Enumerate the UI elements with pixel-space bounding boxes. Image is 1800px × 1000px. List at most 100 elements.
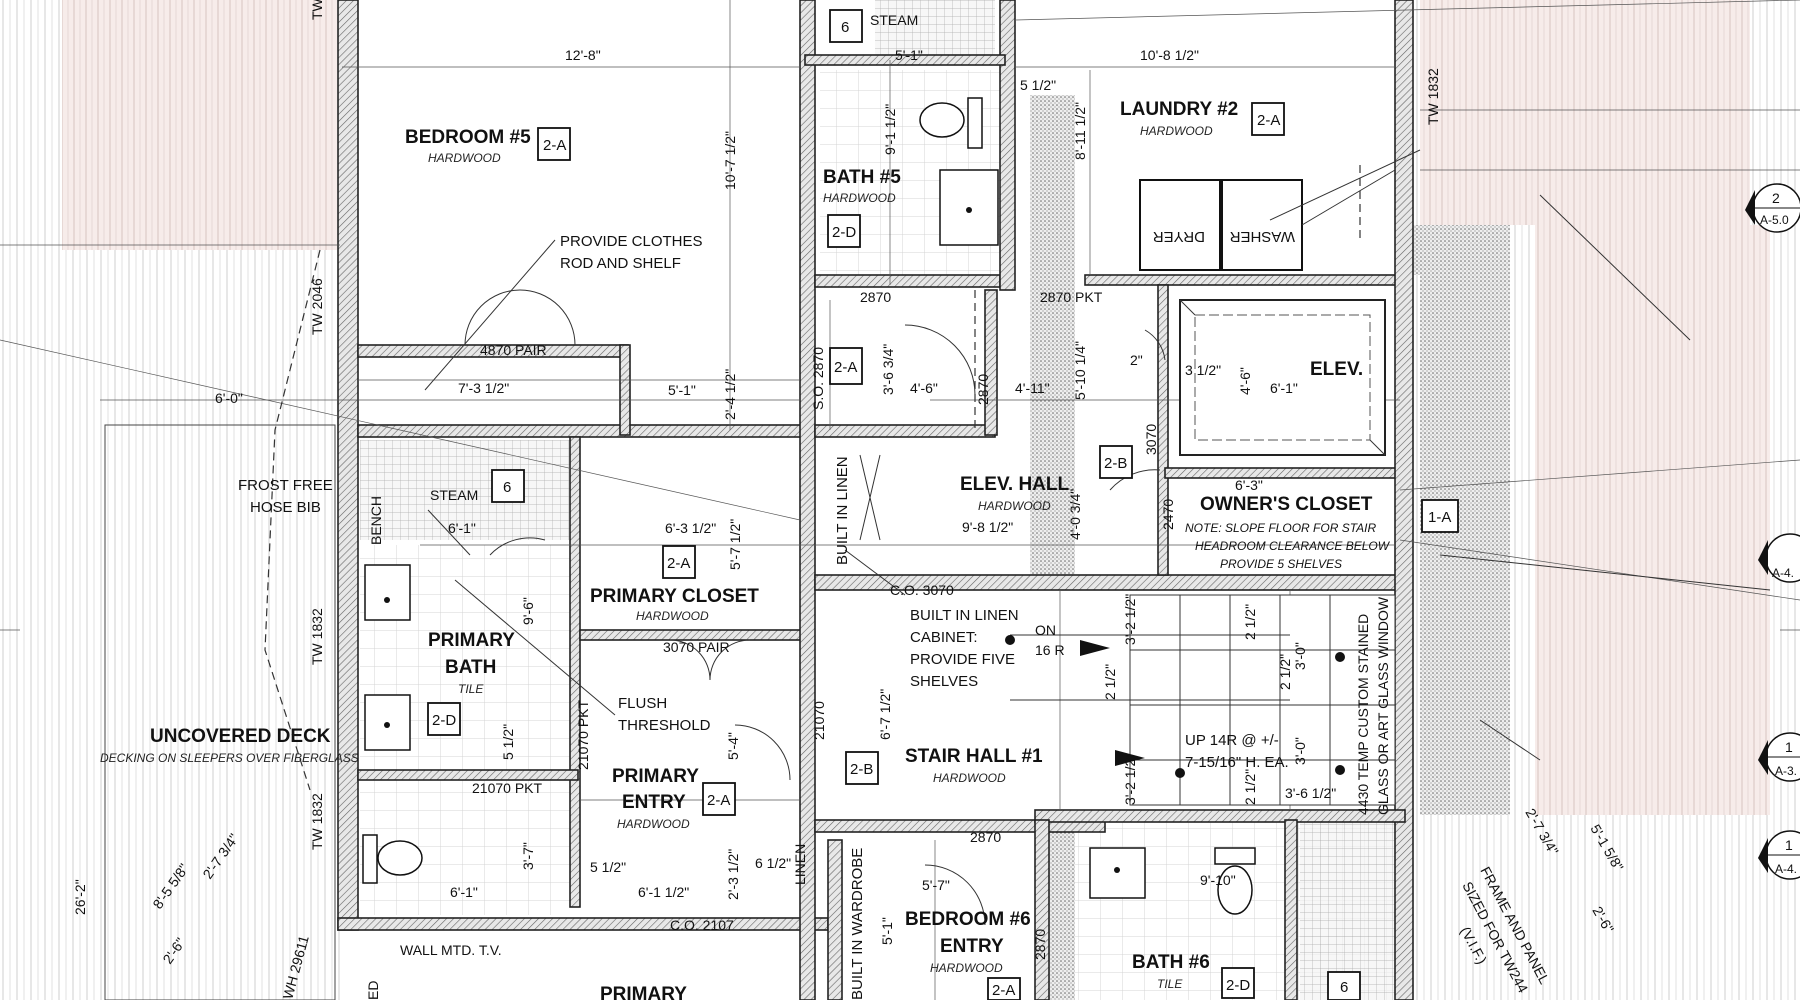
room-name-primary-closet: PRIMARY CLOSET: [590, 586, 759, 607]
bench-label: BENCH: [368, 496, 384, 545]
room-finish-bedroom6-entry: HARDWOOD: [930, 961, 1003, 975]
door-co3070: C.O. 3070: [890, 582, 954, 598]
door-2870-pkt: 2870 PKT: [1040, 289, 1103, 305]
dim-6-3: 6'-3": [1235, 477, 1263, 493]
built-in-wardrobe-label: BUILT IN WARDROBE: [849, 848, 866, 1000]
tw-top-label: TW: [309, 0, 325, 20]
dim-4-11: 4'-11": [1015, 380, 1050, 396]
dim-9-10: 9'-10": [1200, 872, 1236, 888]
room-name-laundry2: LAUNDRY #2: [1120, 99, 1238, 120]
ed-label: ED: [365, 981, 381, 1000]
dim-5-half-a: 5 1/2": [1020, 77, 1056, 93]
dim-5-1-c: 5'-1": [879, 917, 895, 945]
room-finish-stair-hall: HARDWOOD: [933, 771, 1006, 785]
dim-6-half: 6 1/2": [755, 855, 791, 871]
door-2870-a: 2870: [860, 289, 891, 305]
room-name-primary-entry-2: ENTRY: [622, 792, 686, 813]
section-marker-2-ref: A-4.: [1772, 566, 1794, 580]
room-name-primary-bath-1: PRIMARY: [428, 630, 515, 651]
owners-closet-note3: PROVIDE 5 SHELVES: [1220, 557, 1342, 571]
owners-closet-tag: 1-A: [1428, 509, 1451, 526]
room-name-primary-entry-1: PRIMARY: [612, 766, 699, 787]
dryer-label: DRYER: [1153, 228, 1205, 245]
dim-26-2: 26'-2": [72, 879, 88, 915]
room-name-uncovered-deck: UNCOVERED DECK: [150, 726, 331, 747]
section-marker-1: 2 A-5.0: [1745, 183, 1800, 233]
room-tag-bedroom6-entry: 2-A: [992, 982, 1015, 999]
plumbing-fixtures: [362, 97, 1256, 915]
tw1832-label-b: TW 1832: [309, 793, 325, 850]
dim-5-7: 5'-7 1/2": [727, 519, 743, 570]
built-in-linen-label: BUILT IN LINEN: [834, 456, 851, 565]
tw2046-label: TW 2046: [309, 278, 325, 335]
dashed-deck-outline: [264, 249, 321, 791]
dim-12-8: 12'-8": [565, 47, 601, 63]
dim-6-1-b: 6'-1": [448, 520, 476, 536]
room-finish-laundry2: HARDWOOD: [1140, 124, 1213, 138]
dim-3-half: 3 1/2": [1185, 362, 1221, 378]
window-note-1: 4430 TEMP CUSTOM STAINED: [1355, 614, 1371, 815]
dim-4-6-a: 4'-6": [910, 380, 938, 396]
dryer: [1139, 179, 1221, 271]
bath6-shower-tile: [1300, 815, 1400, 1000]
room-name-bedroom6-entry-2: ENTRY: [940, 936, 1004, 957]
room-name-bath5: BATH #5: [823, 167, 901, 188]
wall-tv-label: WALL MTD. T.V.: [400, 942, 502, 958]
room-tag-primary-entry: 2-A: [707, 792, 730, 809]
room-tag-primary-closet: 2-A: [667, 555, 690, 572]
section-marker-4: 1 A-4.: [1758, 830, 1800, 880]
door-21070: 21070: [811, 701, 827, 740]
uncovered-deck-note: DECKING ON SLEEPERS OVER FIBERGLASS: [100, 751, 359, 765]
steam-label-primary-bath: STEAM: [430, 487, 478, 503]
dim-6-1-half: 6'-1 1/2": [638, 884, 689, 900]
dim-2-in: 2": [1130, 352, 1143, 368]
dim-5-half-c: 5 1/2": [590, 859, 626, 875]
room-tag-laundry2: 2-A: [1257, 112, 1280, 129]
linen-cabinet-note-3: PROVIDE FIVE: [910, 651, 1015, 668]
stair-on-label: ON: [1035, 622, 1056, 638]
steam-tag-bath5: 6: [841, 19, 849, 36]
room-name-stair-hall: STAIR HALL #1: [905, 746, 1043, 767]
linen-cabinet-note-4: SHELVES: [910, 673, 978, 690]
dim-2-half-a: 2 1/2": [1102, 664, 1118, 700]
room-tag-elev-hall: 2-B: [1104, 455, 1127, 472]
room-tag-bedroom5: 2-A: [543, 137, 566, 154]
walls: [337, 0, 1414, 1000]
dim-5-1-b: 5'-1": [668, 382, 696, 398]
hall-tag: 2-A: [834, 359, 857, 376]
dim-9-1: 9'-1 1/2": [882, 104, 898, 155]
right-pink-board: [1420, 0, 1750, 225]
room-finish-bath6: TILE: [1157, 977, 1183, 991]
room-finish-primary-closet: HARDWOOD: [636, 609, 709, 623]
section-marker-4-ref: A-4.: [1775, 862, 1797, 876]
steam-label-bath5: STEAM: [870, 12, 918, 28]
dim-3-7: 3'-7": [520, 842, 536, 870]
room-tag2-bath6: 6: [1340, 979, 1348, 996]
dim-5-10: 5'-10 1/4": [1072, 341, 1088, 400]
room-finish-elev-hall: HARDWOOD: [978, 499, 1051, 513]
door-so2870: S.O. 2870: [810, 347, 826, 410]
room-name-primary-bottom: PRIMARY: [600, 984, 687, 1000]
washer: [1221, 179, 1303, 271]
dim-9-8: 9'-8 1/2": [962, 519, 1013, 535]
laundry-appliances: [1139, 169, 1396, 271]
room-finish-primary-bath: TILE: [458, 682, 484, 696]
section-marker-4-num: 1: [1785, 837, 1793, 853]
steam-tag-primary-bath: 6: [503, 479, 511, 496]
stair-up-note-2: 7-15/16" H. EA.: [1185, 754, 1289, 771]
dim-5-1-a: 5'-1": [895, 47, 923, 63]
leader-lines: [424, 149, 1771, 761]
washer-label: WASHER: [1230, 228, 1295, 245]
dim-2-4: 2'-4 1/2": [722, 369, 738, 420]
door-2870-b: 2870: [970, 829, 1001, 845]
dim-3-0-a: 3'-0": [1292, 642, 1308, 670]
clothes-rod-note-2: ROD AND SHELF: [560, 255, 681, 272]
dim-5-4: 5'-4": [725, 732, 741, 760]
dim-8-11: 8'-11 1/2": [1072, 102, 1088, 160]
room-tag-bath6: 2-D: [1226, 977, 1250, 994]
dim-3-2-a: 3'-2 1/2": [1122, 594, 1138, 645]
dim-9-6: 9'-6": [520, 597, 536, 625]
room-name-owners-closet: OWNER'S CLOSET: [1200, 494, 1373, 515]
right-pink-board-lower: [1535, 225, 1770, 815]
door-4870-pair: 4870 PAIR: [480, 342, 547, 358]
